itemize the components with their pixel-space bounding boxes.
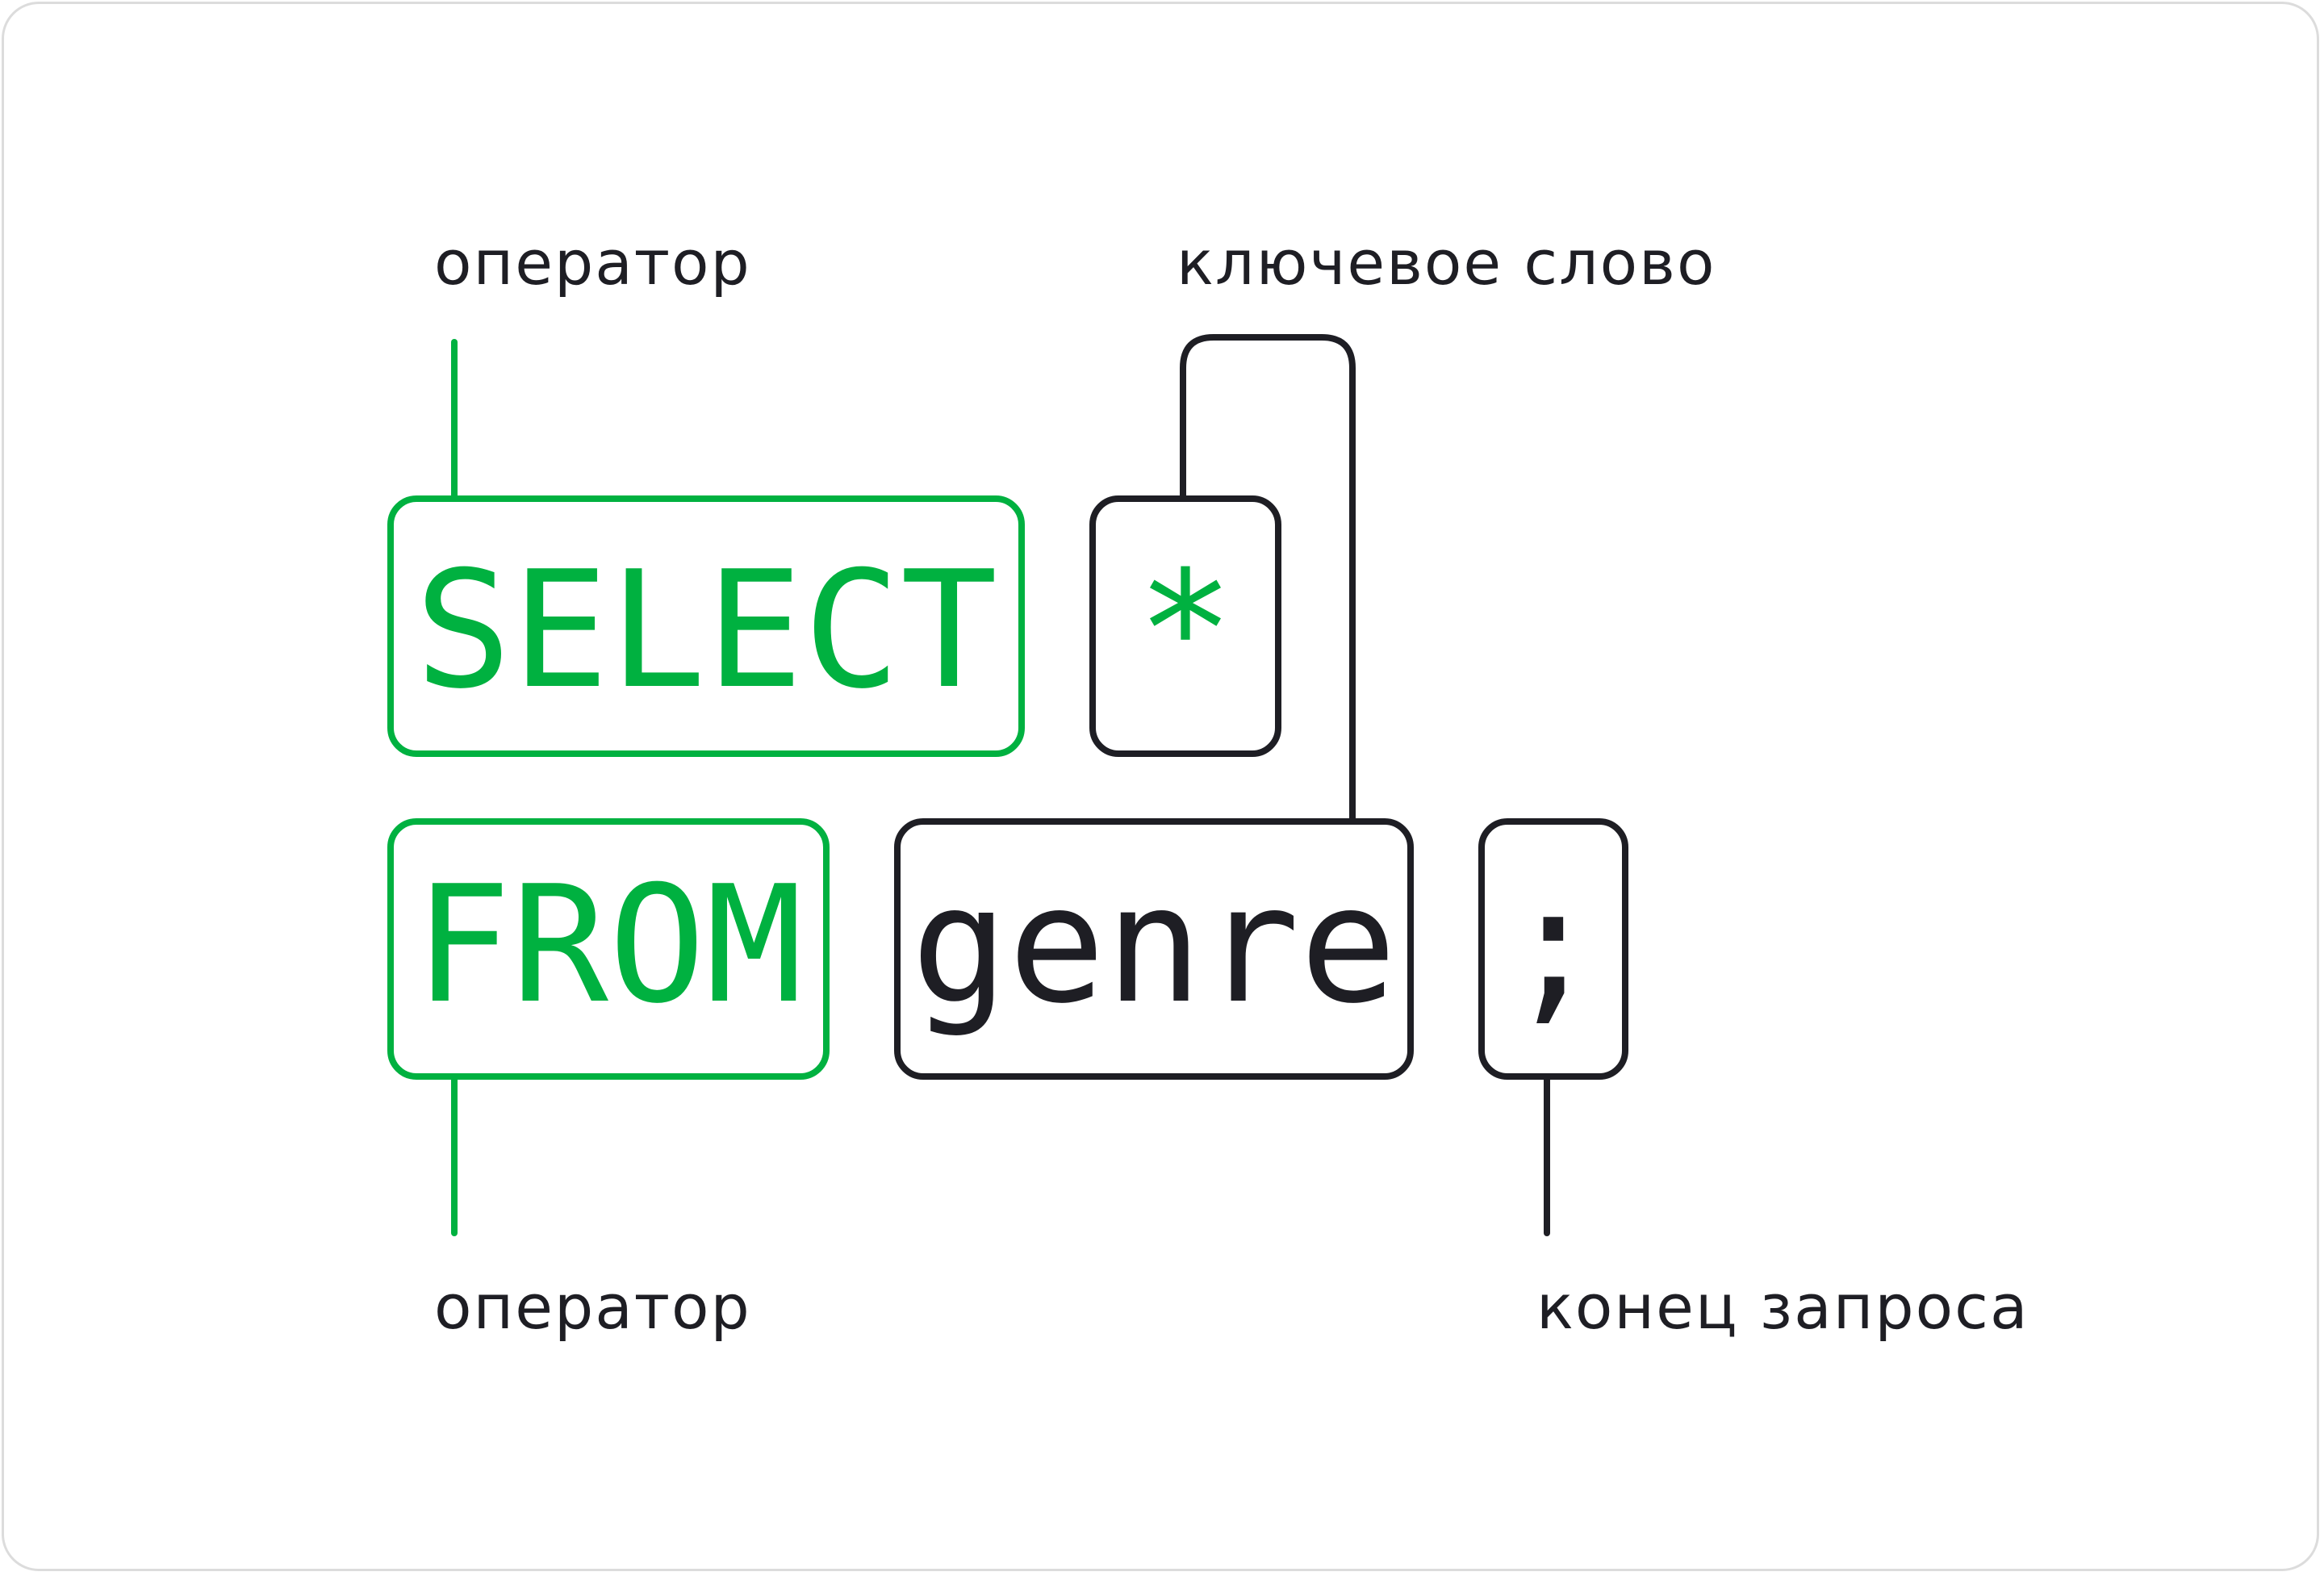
- select-keyword: SELECT: [415, 537, 997, 725]
- select-box: [387, 495, 1025, 757]
- star-token: *: [1137, 537, 1234, 725]
- table-name: genre: [911, 851, 1397, 1039]
- operator-label-top: оператор: [434, 227, 751, 299]
- from-keyword: FROM: [414, 851, 803, 1039]
- semicolon-token: ;: [1505, 851, 1602, 1039]
- genre-box: [894, 818, 1414, 1080]
- keyword-label: ключевое слово: [1177, 227, 1716, 299]
- query-end-label: конец запроса: [1536, 1271, 2029, 1343]
- operator-label-bottom: оператор: [434, 1271, 751, 1343]
- keyword-bracket-connector: [1180, 334, 1356, 823]
- from-box: [387, 818, 830, 1080]
- star-box: [1089, 495, 1281, 757]
- semicolon-box: [1478, 818, 1628, 1080]
